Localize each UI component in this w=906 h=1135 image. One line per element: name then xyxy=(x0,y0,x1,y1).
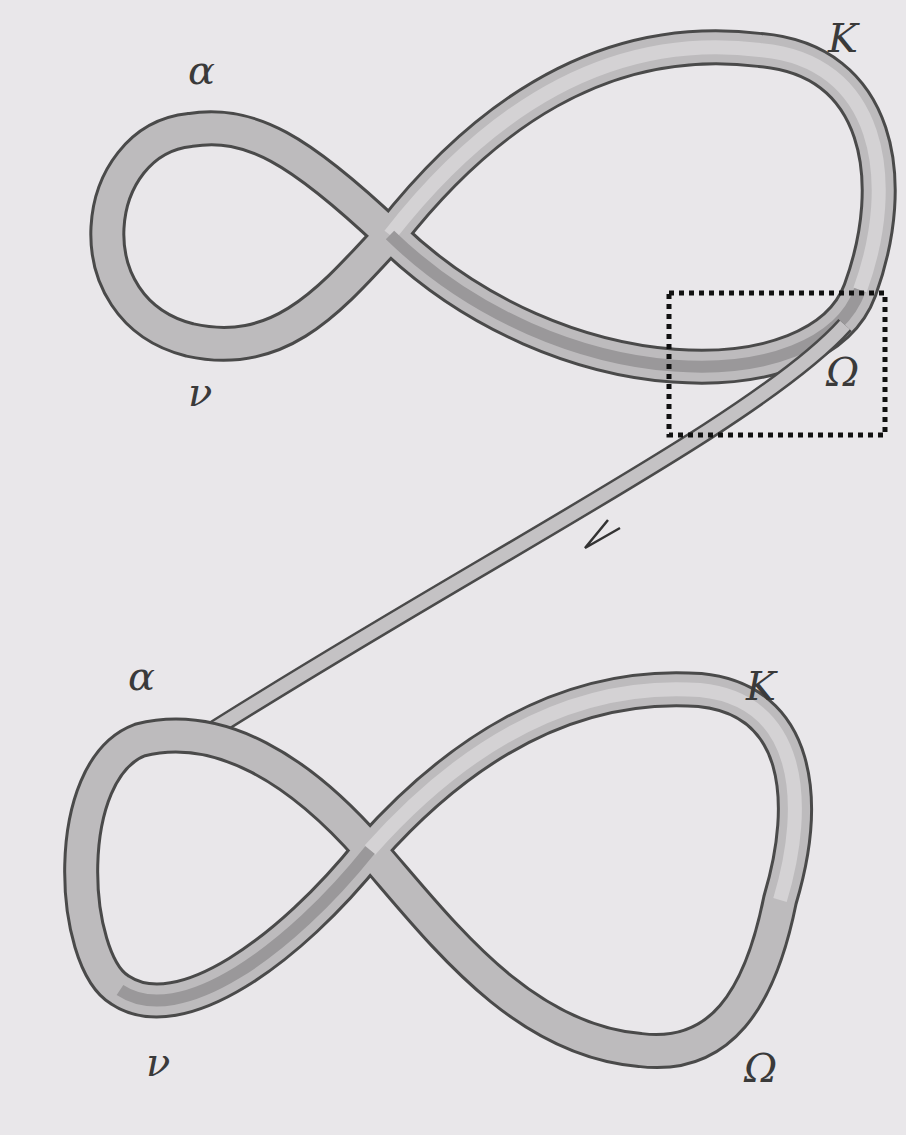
upper-figure-eight xyxy=(107,47,878,366)
greek-letter-label: K xyxy=(746,666,776,706)
connecting-strip xyxy=(200,325,845,738)
greek-letter-label: ν xyxy=(146,1042,170,1082)
lower-figure-eight xyxy=(81,689,795,1051)
dotted-highlight-box xyxy=(669,293,885,435)
greek-letter-label: Ω xyxy=(744,1048,777,1088)
greek-letter-label: α xyxy=(188,50,215,90)
greek-letter-label: K xyxy=(828,18,858,58)
greek-letter-label: ν xyxy=(188,372,212,412)
greek-letter-label: α xyxy=(128,656,155,696)
greek-letter-label: Ω xyxy=(826,352,859,392)
